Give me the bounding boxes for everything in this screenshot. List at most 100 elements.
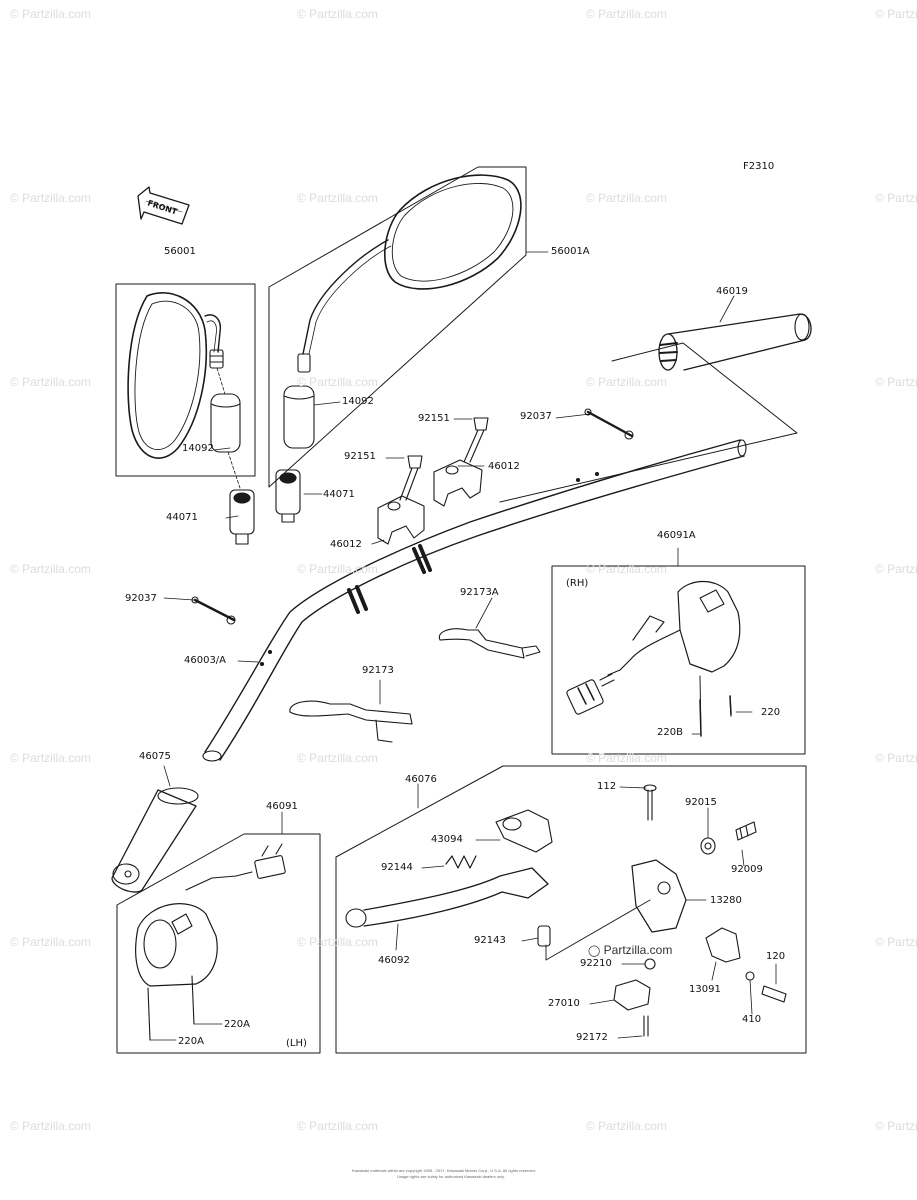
watermark: © Partzilla.com	[10, 1119, 91, 1133]
clamp-13091-drawing	[705, 927, 741, 963]
piston-43094-drawing	[495, 809, 553, 853]
part-label: 13091	[689, 984, 721, 995]
holder-13280-drawing	[631, 859, 687, 933]
watermark: © Partzilla.com	[875, 751, 917, 765]
lever-46092-drawing	[345, 867, 549, 928]
left-grip-46075	[111, 787, 199, 893]
switch-46091a-drawing	[566, 580, 741, 737]
part-label: 220	[761, 707, 781, 718]
part-label: 46091A	[657, 530, 696, 541]
adapter-14092-left	[210, 393, 241, 453]
diagram-code: F2310	[743, 161, 775, 172]
part-label: 46091	[266, 801, 298, 812]
watermark: © Partzilla.com	[10, 375, 91, 389]
watermark: © Partzilla.com	[875, 935, 917, 949]
box-46091a	[551, 565, 806, 755]
box-handlebar	[499, 342, 798, 503]
part-label: 46003/A	[184, 655, 227, 666]
part-label: 410	[742, 1014, 762, 1025]
part-label: 46075	[139, 751, 171, 762]
leader-lines	[149, 251, 777, 1041]
bolt-120-drawing	[761, 985, 787, 1003]
watermark: © Partzilla.com	[297, 375, 378, 389]
bolt-92151-upper	[463, 417, 489, 463]
part-label: 92210	[580, 958, 612, 969]
part-label: 92173	[362, 665, 394, 676]
part-label: 46019	[716, 286, 748, 297]
washer-410-drawing	[745, 971, 755, 981]
watermark: © Partzilla.com	[586, 7, 667, 21]
part-label: 220B	[657, 727, 683, 738]
part-label: 14092	[342, 396, 374, 407]
part-label: 92015	[685, 797, 717, 808]
nut-44071-left	[229, 489, 255, 545]
watermark: © Partzilla.com	[10, 751, 91, 765]
box-56001	[115, 283, 256, 477]
watermark: © Partzilla.com	[10, 7, 91, 21]
part-label: 92151	[418, 413, 450, 424]
washer-92015-drawing	[700, 837, 716, 855]
watermark: © Partzilla.com	[875, 375, 917, 389]
watermark: © Partzilla.com	[586, 191, 667, 205]
watermark: © Partzilla.com	[875, 7, 917, 21]
watermark: © Partzilla.com	[297, 7, 378, 21]
clamp-92037-upper	[584, 408, 634, 440]
watermark: © Partzilla.com	[875, 562, 917, 576]
watermark: © Partzilla.com	[875, 191, 917, 205]
watermark: © Partzilla.com	[586, 751, 667, 765]
throttle-grip-46019	[658, 313, 812, 371]
mirror-56001-drawing	[127, 292, 224, 459]
brand-stamp: ◯ Partzilla.com	[588, 943, 673, 957]
bracket-92173a	[438, 628, 541, 659]
part-label: 112	[597, 781, 617, 792]
holder-46012-lower	[377, 495, 425, 545]
part-label: 92037	[520, 411, 552, 422]
watermark: © Partzilla.com	[297, 1119, 378, 1133]
part-label: 92143	[474, 935, 506, 946]
copyright-line: Kawasaki materials within are copyright …	[352, 1168, 536, 1173]
front-arrow-icon	[137, 186, 190, 225]
part-label: 46092	[378, 955, 410, 966]
part-label: 43094	[431, 834, 463, 845]
part-label: 46076	[405, 774, 437, 785]
part-label: 120	[766, 951, 786, 962]
switch-27010-drawing	[613, 979, 651, 1011]
lever-guide-lines	[545, 899, 651, 961]
watermark: © Partzilla.com	[586, 375, 667, 389]
watermark: © Partzilla.com	[10, 562, 91, 576]
watermark: © Partzilla.com	[875, 1119, 917, 1133]
copyright-line: Usage rights are solely for authorized K…	[397, 1174, 505, 1179]
nut-92210-drawing	[644, 958, 656, 970]
part-label: 92172	[576, 1032, 608, 1043]
pin-92143-drawing	[537, 925, 551, 947]
part-label: 92173A	[460, 587, 499, 598]
mirror-56001a-drawing	[297, 174, 522, 373]
adapter-14092-right	[283, 385, 315, 449]
clamp-92037-lower	[191, 596, 236, 625]
switch-46091-drawing	[135, 843, 286, 1041]
box-46076	[335, 765, 807, 1054]
watermark: © Partzilla.com	[586, 562, 667, 576]
watermark: © Partzilla.com	[586, 1119, 667, 1133]
watermark: © Partzilla.com	[297, 562, 378, 576]
bolts-220-drawing	[699, 695, 732, 737]
bracket-92173	[289, 700, 413, 743]
part-label: 92151	[344, 451, 376, 462]
bolt-92151-lower	[399, 455, 423, 501]
box-56001a	[268, 166, 527, 488]
part-label: 92009	[731, 864, 763, 875]
part-label: 46012	[488, 461, 520, 472]
screw-92009-drawing	[735, 821, 757, 841]
watermark: © Partzilla.com	[297, 191, 378, 205]
bolt-112-drawing	[643, 784, 657, 821]
nut-44071-right	[275, 469, 301, 523]
part-label: 46012	[330, 539, 362, 550]
part-label: 220A	[224, 1019, 250, 1030]
side-label-lh: (LH)	[286, 1038, 307, 1049]
part-label: 92037	[125, 593, 157, 604]
part-label: 13280	[710, 895, 742, 906]
handlebar-46003	[202, 439, 747, 762]
part-label: 56001A	[551, 246, 590, 257]
part-label: 14092	[182, 443, 214, 454]
